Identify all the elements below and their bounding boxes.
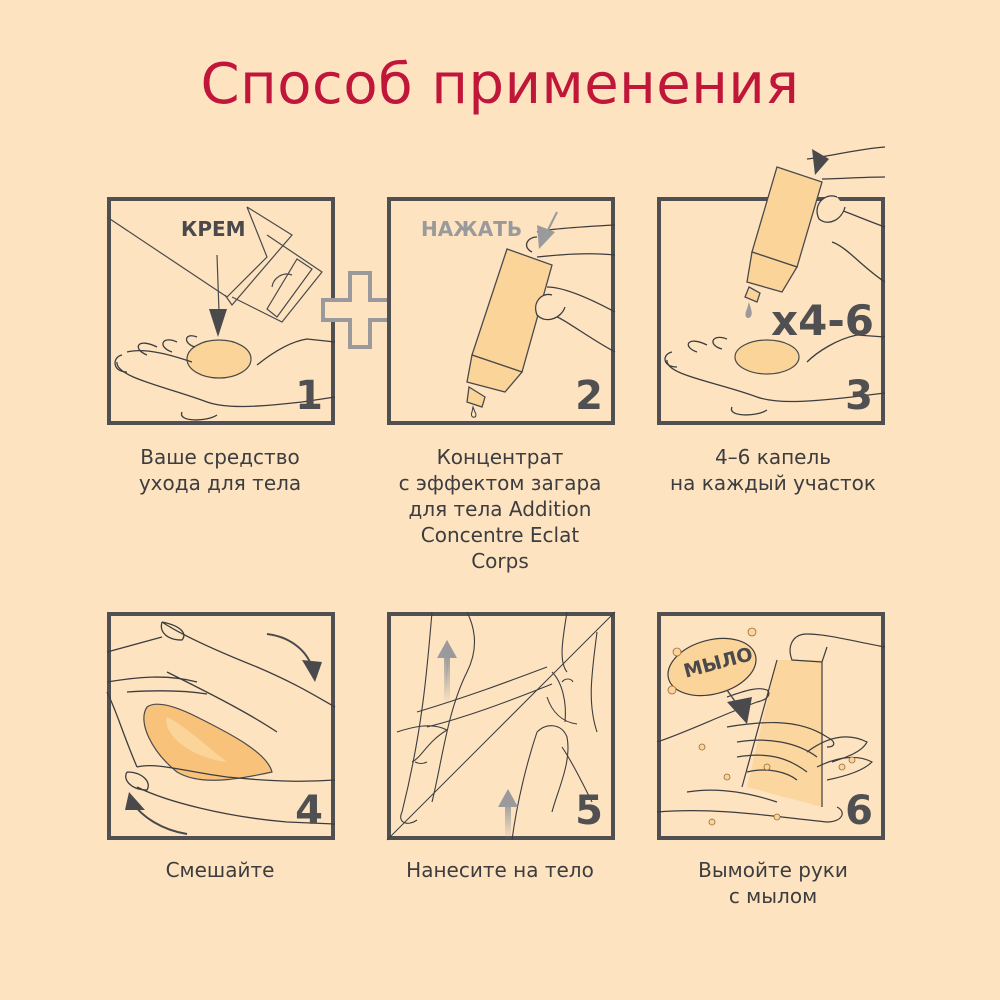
cream-label: КРЕМ bbox=[181, 217, 246, 241]
step-2-panel: НАЖАТЬ 2 bbox=[387, 197, 616, 425]
step-number: 4 bbox=[295, 788, 323, 834]
step-1-panel: КРЕМ 1 bbox=[106, 197, 336, 425]
step-5-panel: 5 bbox=[386, 611, 616, 841]
step-3-panel: x4-6 3 bbox=[657, 146, 886, 425]
step-5-caption: Нанесите на тело bbox=[370, 857, 630, 883]
press-label: НАЖАТЬ bbox=[421, 217, 523, 241]
caption-line: Нанесите на тело bbox=[406, 858, 594, 882]
caption-line: Смешайте bbox=[165, 858, 275, 882]
step-4-panel: 4 bbox=[106, 612, 336, 840]
step-number: 3 bbox=[845, 373, 873, 419]
step-6-caption: Вымойте руки с мылом bbox=[643, 857, 903, 909]
step-number: 6 bbox=[845, 788, 873, 834]
caption-line: на каждый участок bbox=[670, 471, 876, 495]
step-2-caption: Концентрат с эффектом загара для тела Ad… bbox=[370, 444, 630, 574]
caption-line: Ваше средство bbox=[140, 445, 300, 469]
dropper-bottle-illustration bbox=[466, 211, 616, 418]
plus-icon bbox=[321, 271, 399, 349]
step-3-caption: 4–6 капель на каждый участок bbox=[643, 444, 903, 496]
apply-body-illustration bbox=[386, 611, 616, 841]
step-1-caption: Ваше средство ухода для тела bbox=[90, 444, 350, 496]
caption-line: для тела Addition bbox=[408, 497, 592, 521]
cream-hand-illustration bbox=[106, 206, 336, 421]
step-4-caption: Смешайте bbox=[90, 857, 350, 883]
step-number: 1 bbox=[295, 373, 323, 419]
caption-line: Вымойте руки bbox=[698, 858, 848, 882]
step-6-panel: МЫЛО 6 bbox=[656, 612, 886, 840]
step-number: 5 bbox=[575, 788, 603, 834]
caption-line: с эффектом загара bbox=[398, 471, 602, 495]
mixing-hands-illustration bbox=[106, 621, 336, 835]
caption-line: Концентрат bbox=[436, 445, 564, 469]
caption-line: с мылом bbox=[728, 884, 818, 908]
caption-line: ухода для тела bbox=[138, 471, 302, 495]
page-title: Способ применения bbox=[200, 52, 800, 117]
caption-line: 4–6 капель bbox=[714, 445, 832, 469]
caption-line: Concentre Eclat bbox=[420, 523, 580, 547]
drops-count-label: x4-6 bbox=[771, 296, 874, 345]
drops-hand-illustration bbox=[664, 146, 886, 416]
wash-hands-illustration bbox=[656, 627, 886, 826]
caption-line: Corps bbox=[471, 549, 529, 573]
step-number: 2 bbox=[575, 373, 603, 419]
